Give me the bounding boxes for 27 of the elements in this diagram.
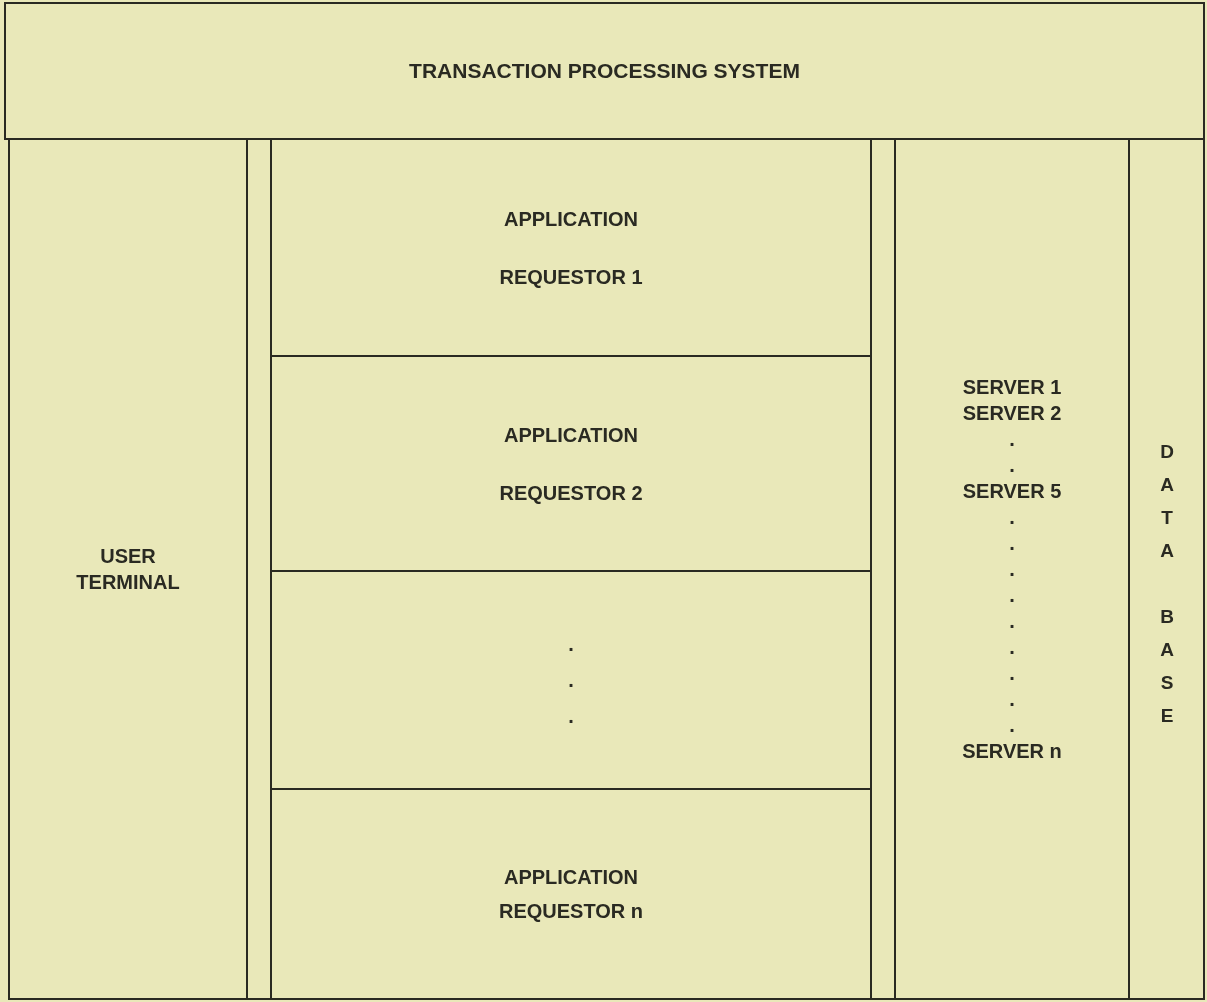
node-label: USER TERMINAL [75,544,181,595]
ellipsis-dot: . [1009,427,1015,452]
title-text: TRANSACTION PROCESSING SYSTEM [409,58,800,84]
ellipsis-dot: . [1009,505,1015,530]
ellipsis-dot: . [1009,609,1015,634]
server-label: SERVER 2 [962,401,1062,426]
ellipsis-dot: . [568,704,574,729]
ellipsis-dot: . [1009,453,1015,478]
node-label: DATA BASE [1156,440,1177,738]
node-label: APPLICATION REQUESTOR 2 [498,422,644,506]
server-label: SERVER n [962,739,1062,764]
database-panel [1128,138,1205,1000]
node-label: APPLICATION REQUESTOR n [497,865,645,924]
ellipsis-dot: . [568,632,574,657]
ellipsis-dot: . [1009,557,1015,582]
ellipsis-dot: . [1009,531,1015,556]
ellipsis-dot: . [1009,583,1015,608]
title-band [4,2,1205,140]
ellipsis-dot: . [1009,661,1015,686]
server-label: SERVER 5 [962,479,1062,504]
ellipsis-dot: . [1009,713,1015,738]
ellipsis-dot: . [1009,635,1015,660]
node-label: APPLICATION REQUESTOR 1 [498,206,644,290]
ellipsis-dot: . [568,668,574,693]
terminal-panel [8,138,248,1000]
ellipsis-dot: . [1009,687,1015,712]
server-label: SERVER 1 [962,375,1062,400]
